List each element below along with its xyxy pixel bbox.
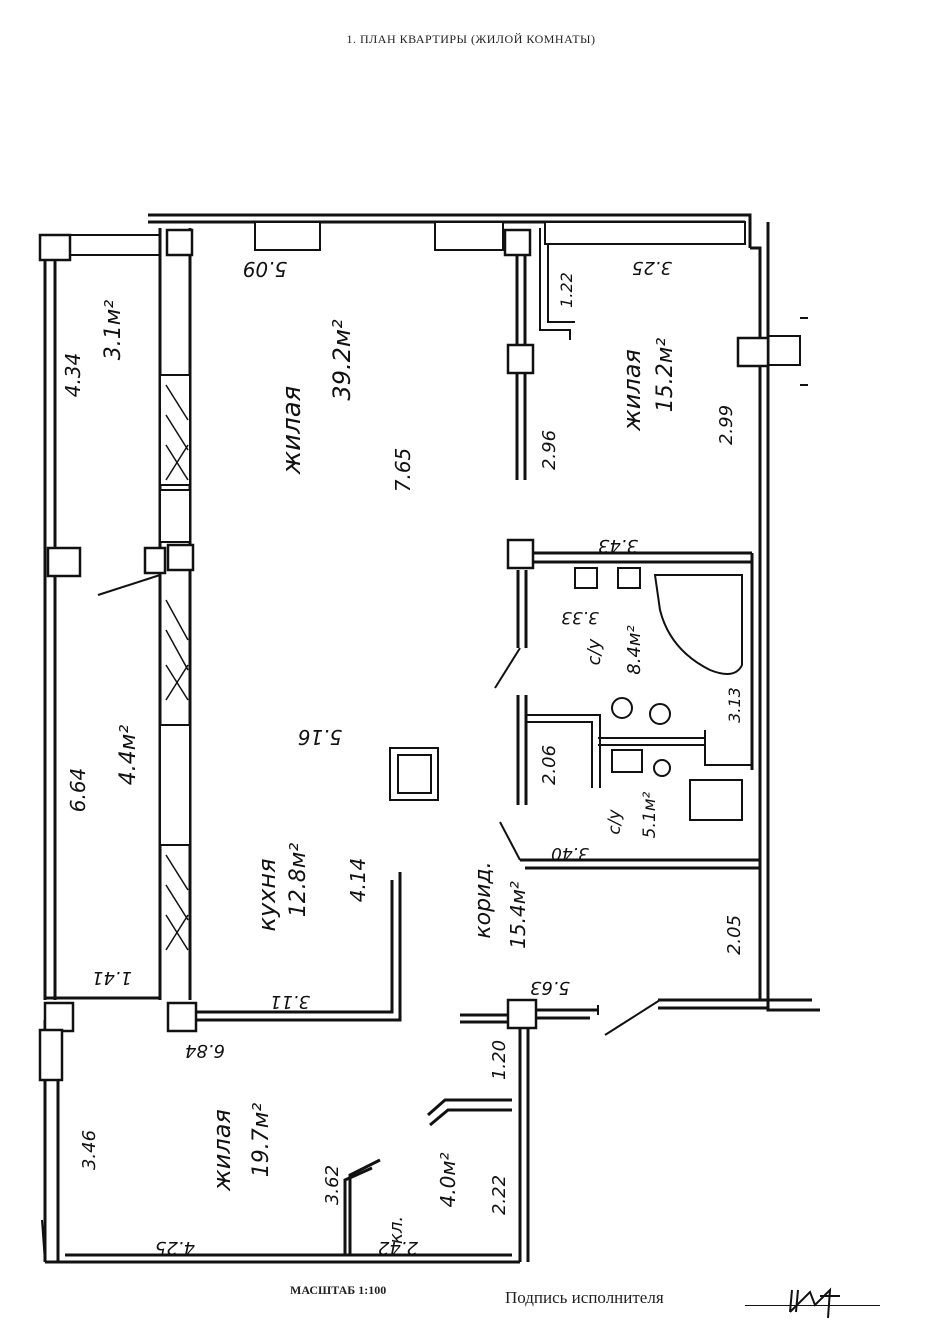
signature-label: Подпись исполнителя xyxy=(505,1288,664,1307)
windows xyxy=(159,221,746,846)
toilet-dim-left: 2.06 xyxy=(539,745,560,785)
living-bottom-dim-top: 6.84 xyxy=(185,1040,225,1061)
corridor-area: 15.4м² xyxy=(506,881,530,949)
bath-area: 8.4м² xyxy=(624,625,645,674)
closet-area: 4.0м² xyxy=(436,1153,460,1208)
closet-dim-b: 2.42 xyxy=(378,1237,418,1258)
living-right-dim-nook: 1.22 xyxy=(557,272,576,308)
living-right-dim-side: 2.99 xyxy=(716,405,737,445)
living-right-dim-left: 2.96 xyxy=(539,430,560,470)
bath-name: с/у xyxy=(584,638,605,665)
living-right-area: 15.2м² xyxy=(653,338,678,413)
fixtures xyxy=(389,567,743,821)
living-main-dim-top: 5.09 xyxy=(243,257,288,281)
corridor-dim-top: 5.63 xyxy=(530,977,570,998)
bathtub-icon xyxy=(653,574,743,675)
kitchen-name: кухня xyxy=(253,858,281,931)
page-title: 1. ПЛАН КВАРТИРЫ (ЖИЛОЙ КОМНАТЫ) xyxy=(346,32,596,46)
toilet-dim-bottom: 3.40 xyxy=(551,843,589,863)
sink-icon xyxy=(574,567,598,589)
kitchen-dim-bottom: 3.11 xyxy=(270,991,310,1012)
balcony-top-length: 4.34 xyxy=(61,353,85,398)
labels: 3.1м² 4.34 жилая 39.2м² 7.65 5.09 5.16 ж… xyxy=(61,257,745,1258)
living-main-name: жилая xyxy=(277,386,307,476)
balcony-mid-area: 4.4м² xyxy=(116,725,141,786)
bath-dim-top: 3.43 xyxy=(598,535,638,556)
corridor-dim-right: 2.05 xyxy=(724,915,745,955)
signature-line xyxy=(745,1305,880,1306)
signature-scribble xyxy=(789,1287,840,1319)
corridor-name: корид. xyxy=(471,861,496,938)
balcony-top-area: 3.1м² xyxy=(101,300,126,361)
living-bottom-dim-side: 3.46 xyxy=(79,1130,100,1170)
closet-dim-a: 3.62 xyxy=(322,1165,343,1205)
kitchen-area: 12.8м² xyxy=(286,843,311,918)
bath-dim-side: 3.13 xyxy=(725,687,744,723)
living-main-dim-a: 7.65 xyxy=(391,448,415,493)
pillars xyxy=(38,228,770,1082)
closet-dim-c: 2.22 xyxy=(489,1175,510,1215)
toilet-icon xyxy=(611,697,633,719)
stove-icon xyxy=(389,747,439,801)
bath-dim-inner: 3.33 xyxy=(561,607,599,627)
scale-label: МАСШТАБ 1:100 xyxy=(290,1283,387,1297)
living-bottom-dim-bottom: 4.25 xyxy=(155,1237,195,1258)
corridor-dim-door: 1.20 xyxy=(489,1040,510,1080)
kitchen-dim-side: 1.41 xyxy=(92,967,132,988)
closet-name: кл. xyxy=(386,1216,407,1244)
living-main-dim-mid: 5.16 xyxy=(298,725,343,749)
living-right-dim-top: 3.25 xyxy=(632,257,672,278)
washbasin-icon xyxy=(689,779,743,821)
living-main-area: 39.2м² xyxy=(328,319,356,401)
living-bottom-area: 19.7м² xyxy=(249,1103,274,1178)
kitchen-dim-a: 4.14 xyxy=(346,858,370,903)
living-bottom-name: жилая xyxy=(208,1109,236,1192)
outer-walls xyxy=(43,213,820,1264)
balcony-hatching xyxy=(41,384,189,1263)
toilet-name: с/у xyxy=(605,808,625,834)
living-right-name: жилая xyxy=(618,349,646,432)
balcony-mid-length: 6.64 xyxy=(66,768,90,813)
toilet-area: 5.1м² xyxy=(640,791,660,838)
